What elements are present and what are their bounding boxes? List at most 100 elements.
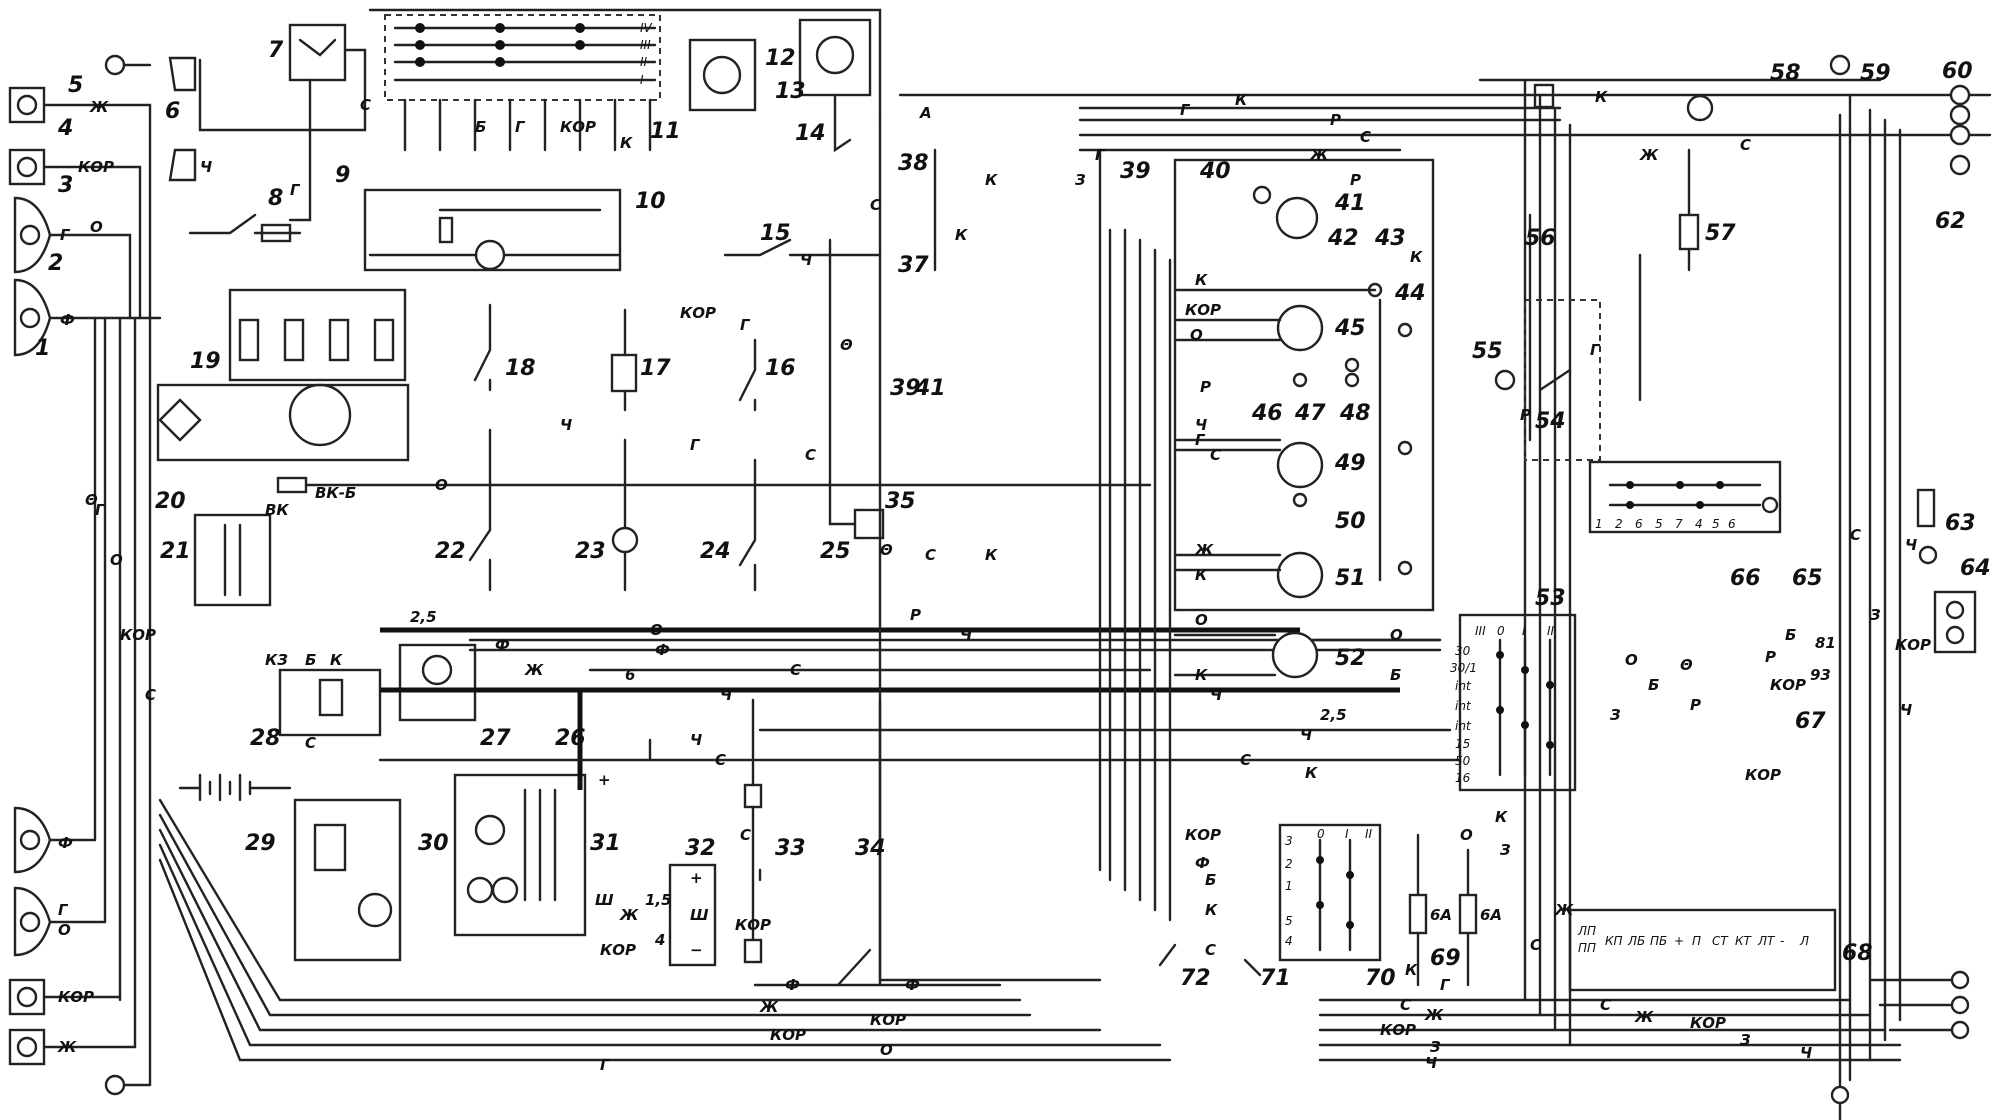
wire-label-k-cluster2: К: [1195, 566, 1208, 584]
component-label-41: 41: [1334, 191, 1366, 216]
component-label-3: 3: [58, 173, 73, 198]
wire-label-o-coil: О: [435, 476, 448, 494]
wire-label-ch-right: Ч: [1900, 701, 1912, 719]
component-label-44: 44: [1394, 281, 1426, 306]
wire-label-theta-harness: Θ: [85, 491, 98, 509]
wire-label-plus-gen: +: [598, 771, 611, 789]
wire-label-kor-harness: КОР: [120, 626, 156, 644]
wire-label-ch-right2: Ч: [1905, 536, 1917, 554]
b66-pin-0: 1: [1595, 517, 1603, 531]
component-label-65: 65: [1792, 566, 1823, 591]
component-label-14: 14: [795, 121, 826, 146]
wire-label-zh-rear: Ж: [57, 1038, 77, 1056]
wire-label-ch-53: Ч: [1300, 726, 1312, 744]
relay-7: [198, 23, 367, 222]
wire-label-kor-gen: КОР: [600, 941, 636, 959]
wire-label-theta-left: Θ: [840, 336, 853, 354]
component-label-8: 8: [268, 186, 283, 211]
wire-label-b-53: Б: [1390, 666, 1401, 684]
component-label-20: 20: [155, 489, 186, 514]
component-label-66: 66: [1730, 566, 1761, 591]
wire-label-s-38: С: [870, 196, 881, 214]
motor-27: [398, 643, 477, 722]
wire-label-b-relay: Б: [305, 651, 316, 669]
sw53-row-30: 30: [1455, 644, 1471, 658]
generator-31: [453, 773, 587, 937]
resistor-57: [1678, 148, 1700, 272]
wire-label-o-bottom: О: [880, 1041, 893, 1059]
wire-label-z-69: З: [1500, 841, 1511, 859]
switch-70-71-72: [1158, 823, 1382, 977]
wire-label-k-clock: К: [1195, 666, 1208, 684]
wire-label-g-top: Г: [1180, 101, 1191, 119]
component-label-43: 43: [1374, 226, 1406, 251]
component-label-58: 58: [1770, 61, 1801, 86]
instrument-cluster: [1173, 158, 1435, 612]
wire-label-l6-26: 6: [625, 666, 635, 684]
lamp-5-bulb: [104, 54, 126, 76]
b66-pin-7: 6: [1728, 517, 1736, 531]
lamp-63-64: [1916, 488, 1977, 654]
wire-label-plus-reg: +: [690, 869, 703, 887]
sw70-pin-2: 2: [1285, 857, 1293, 871]
sw53-row-16: 16: [1455, 771, 1471, 785]
component-label-22: 22: [435, 539, 466, 564]
wire-label-r-25: Р: [910, 606, 921, 624]
wire-label-z-66: З: [1610, 706, 1621, 724]
wire-label-g-23: Г: [690, 436, 701, 454]
wire-label-r25-53: 2,5: [1320, 706, 1347, 724]
wire-label-k-69: К: [1495, 808, 1508, 826]
connectors-right: [1533, 83, 1970, 1105]
wire-label-s-70: С: [1205, 941, 1216, 959]
wire-label-kor-10: КОР: [560, 118, 596, 136]
switch-11-position-labels: IV III II I: [640, 21, 653, 87]
b68-pin-4: ПБ: [1650, 934, 1667, 948]
wire-label-minus-reg: −: [690, 941, 703, 959]
sw53-head-0: 0: [1497, 624, 1505, 638]
wire-label-zh-cluster: Ж: [1194, 541, 1214, 559]
wire-label-o-cluster: О: [1190, 326, 1203, 344]
rear-lamp-zh-bulb: [16, 1036, 38, 1058]
b66-pin-6: 5: [1712, 517, 1720, 531]
wire-label-g-bottom: Г: [600, 1056, 611, 1074]
wire-label-k-cluster: К: [1195, 271, 1208, 289]
wire-label-kor-bottom3: КОР: [1380, 1021, 1416, 1039]
component-label-34: 34: [855, 836, 886, 861]
wire-label-zh-bottom-right: Ж: [1634, 1008, 1654, 1026]
wire-label-g-16: Г: [740, 316, 751, 334]
component-label-60: 60: [1942, 59, 1973, 84]
wire-label-k-39: К: [985, 171, 998, 189]
wire-label-zh-gen: Ж: [619, 906, 639, 924]
wire-label-theta-66: Θ: [1680, 656, 1693, 674]
wire-label-sh-reg: Ш: [690, 906, 709, 924]
wire-label-kor-66: КОР: [1745, 766, 1781, 784]
component-label-70: 70: [1365, 966, 1396, 991]
wire-label-r-66: Р: [1690, 696, 1701, 714]
b66-pin-1: 2: [1615, 517, 1623, 531]
wire-label-k-38: К: [955, 226, 968, 244]
wire-label-g-11: Г: [515, 118, 526, 136]
wire-label-s-bottom: С: [1400, 996, 1411, 1014]
component-label-31: 31: [590, 831, 621, 856]
wire-label-k-56: К: [1410, 248, 1423, 266]
b68-pin-8: КТ: [1735, 934, 1753, 948]
main-wires: [378, 78, 1992, 1120]
wire-label-kor-lamp3: КОР: [78, 158, 114, 176]
component-label-39b: 39: [890, 376, 921, 401]
sw70-pin-4: 4: [1285, 934, 1293, 948]
component-label-25: 25: [820, 539, 851, 564]
component-label-2: 2: [48, 251, 63, 276]
component-label-49: 49: [1334, 451, 1366, 476]
wire-label-r25-main: 2,5: [410, 608, 437, 626]
wire-label-k-relay: К: [330, 651, 343, 669]
rear-lamp-kor-bulb: [16, 986, 38, 1008]
regulator-32: [668, 863, 717, 967]
b68-pin-10: -: [1780, 934, 1784, 948]
component-label-46: 46: [1251, 401, 1283, 426]
component-label-26: 26: [555, 726, 586, 751]
sw11-pos-ii: II: [640, 55, 648, 69]
wire-label-z-bottom-right: З: [1740, 1031, 1751, 1049]
sw53-row-int2: int: [1455, 699, 1472, 713]
wire-labels: Ж КОР О Г Ф Θ Г О КОР С Ф Г О КОР Ж КОР …: [57, 88, 1931, 1074]
starter-30: [293, 798, 402, 962]
